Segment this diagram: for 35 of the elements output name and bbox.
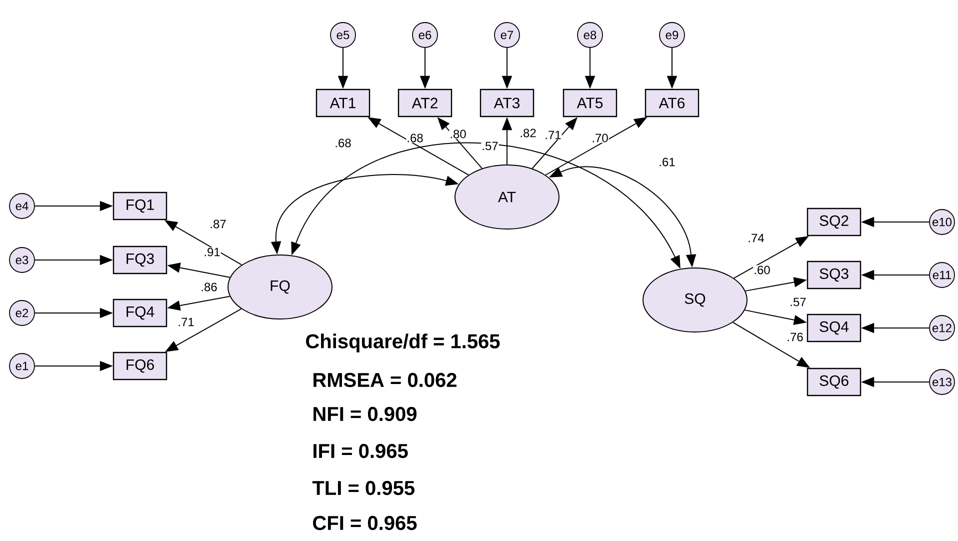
indicator-box: AT5 xyxy=(562,88,618,118)
indicator-box: FQ6 xyxy=(112,352,168,380)
fit-statistic: NFI = 0.909 xyxy=(314,406,416,422)
fit-statistic: RMSEA = 0.062 xyxy=(314,372,456,388)
coefficient-label: .70 xyxy=(591,133,609,143)
coefficient-label: .68 xyxy=(406,133,424,143)
indicator-box: SQ3 xyxy=(806,260,862,290)
indicator-box: SQ6 xyxy=(806,368,862,396)
indicator-box: FQ4 xyxy=(112,298,168,328)
coefficient-label: .76 xyxy=(786,332,804,342)
coefficient-label: .71 xyxy=(544,130,562,140)
coefficient-label: .57 xyxy=(481,141,499,151)
indicator-box: FQ1 xyxy=(112,192,168,220)
coefficient-label: .86 xyxy=(200,282,218,292)
indicator-box: AT3 xyxy=(480,88,534,118)
indicator-box: FQ3 xyxy=(112,246,168,274)
fit-statistic: CFI = 0.965 xyxy=(313,516,417,530)
fit-statistic: TLI = 0.955 xyxy=(312,480,414,496)
indicator-box: SQ2 xyxy=(806,208,862,236)
indicator-box: AT1 xyxy=(316,88,370,118)
coefficient-label: .61 xyxy=(658,157,676,167)
coefficient-label: .60 xyxy=(753,265,771,275)
indicator-box: AT2 xyxy=(398,88,452,118)
coefficient-label: .68 xyxy=(334,138,352,148)
coefficient-label: .91 xyxy=(203,247,221,257)
coefficient-label: .82 xyxy=(519,128,537,138)
indicator-box: AT6 xyxy=(644,88,700,118)
coefficient-label: .71 xyxy=(177,317,195,327)
fit-statistic: IFI = 0.965 xyxy=(314,444,408,458)
coefficient-label: .80 xyxy=(449,129,467,139)
coefficient-label: .74 xyxy=(747,233,765,243)
coefficient-label: .87 xyxy=(209,219,227,229)
coefficient-label: .57 xyxy=(789,297,807,307)
indicator-box: SQ4 xyxy=(806,314,862,342)
fit-statistic: Chisquare/df = 1.565 xyxy=(306,334,500,352)
